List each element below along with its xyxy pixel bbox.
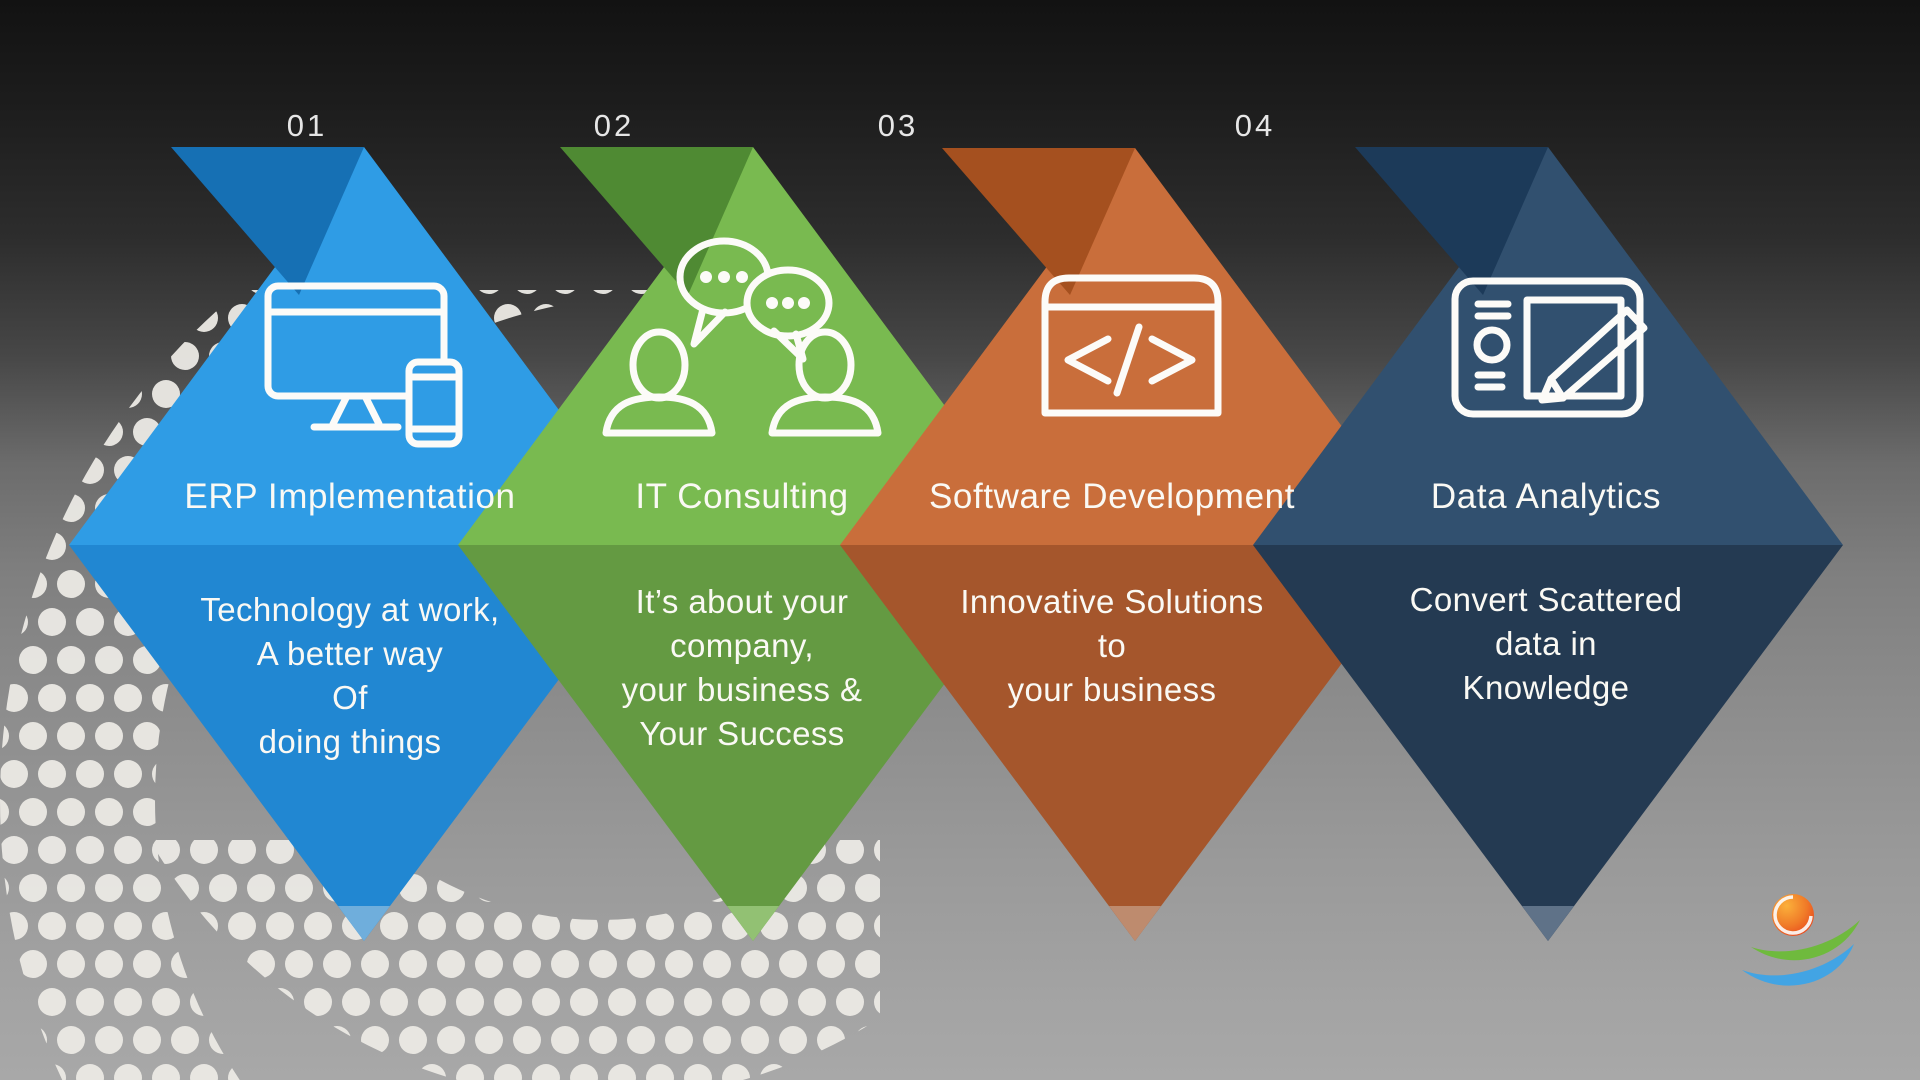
service-title: IT Consulting xyxy=(635,477,849,516)
code-window-icon xyxy=(1041,274,1222,417)
diamond-top-fold xyxy=(1355,147,1548,295)
dot-band-bottom xyxy=(149,840,880,1080)
description-line: A better way xyxy=(256,635,444,672)
diamond-lower-half xyxy=(1253,545,1843,941)
description-line: company, xyxy=(670,627,814,664)
service-description: Convert Scattered data in Knowledge xyxy=(1306,578,1786,710)
description-line: Your Success xyxy=(639,715,845,752)
service-diamond-consulting xyxy=(458,147,1048,941)
description-line: Technology at work, xyxy=(200,591,500,628)
diamond-tip-fold xyxy=(727,906,779,941)
service-description: Technology at work, A better way Of doin… xyxy=(110,588,590,764)
company-logo xyxy=(1742,894,1860,986)
diamond-top-fold xyxy=(560,147,753,295)
logo-green-swoosh xyxy=(1751,920,1860,961)
description-line: Of xyxy=(332,679,368,716)
service-number: 04 xyxy=(1234,108,1276,143)
description-line: doing things xyxy=(258,723,442,760)
diamond-upper-half xyxy=(458,147,1048,545)
service-title: Software Development xyxy=(928,477,1296,516)
diamond-tip-fold xyxy=(1522,906,1574,941)
service-number: 01 xyxy=(286,108,328,143)
service-diamond-analytics xyxy=(1253,147,1843,941)
description-line: It’s about your xyxy=(635,583,849,620)
people-chat-icon xyxy=(602,237,882,437)
diamond-top-fold xyxy=(942,148,1135,295)
description-line: Innovative Solutions xyxy=(960,583,1264,620)
logo-blue-swoosh xyxy=(1742,944,1854,986)
description-line: Convert Scattered xyxy=(1409,581,1683,618)
description-line: your business xyxy=(1007,671,1217,708)
service-diamond-software xyxy=(840,148,1430,941)
service-description: Innovative Solutions to your business xyxy=(872,580,1352,712)
logo-flame-ball xyxy=(1772,894,1814,936)
service-title: Data Analytics xyxy=(1430,477,1662,516)
service-title: ERP Implementation xyxy=(184,477,516,516)
description-line: your business & xyxy=(621,671,863,708)
desktop-and-phone-icon xyxy=(264,282,463,448)
service-number: 03 xyxy=(877,108,919,143)
diamond-lower-half xyxy=(69,545,659,941)
tablet-pen-icon xyxy=(1451,277,1648,418)
diamond-tip-fold xyxy=(1109,906,1161,941)
description-line: data in xyxy=(1495,625,1597,662)
description-line: to xyxy=(1097,627,1127,664)
diamond-tip-fold xyxy=(338,906,390,941)
service-description: It’s about your company, your business &… xyxy=(502,580,982,756)
diamond-upper-half xyxy=(69,147,659,545)
diamond-top-fold xyxy=(171,147,364,295)
diamond-lower-half xyxy=(458,545,1048,941)
description-line: Knowledge xyxy=(1462,669,1630,706)
diamond-lower-half xyxy=(840,545,1430,941)
service-number: 02 xyxy=(593,108,635,143)
service-diamond-erp xyxy=(69,147,659,941)
diamond-upper-half xyxy=(1253,147,1843,545)
logo-swirl xyxy=(1773,895,1813,935)
